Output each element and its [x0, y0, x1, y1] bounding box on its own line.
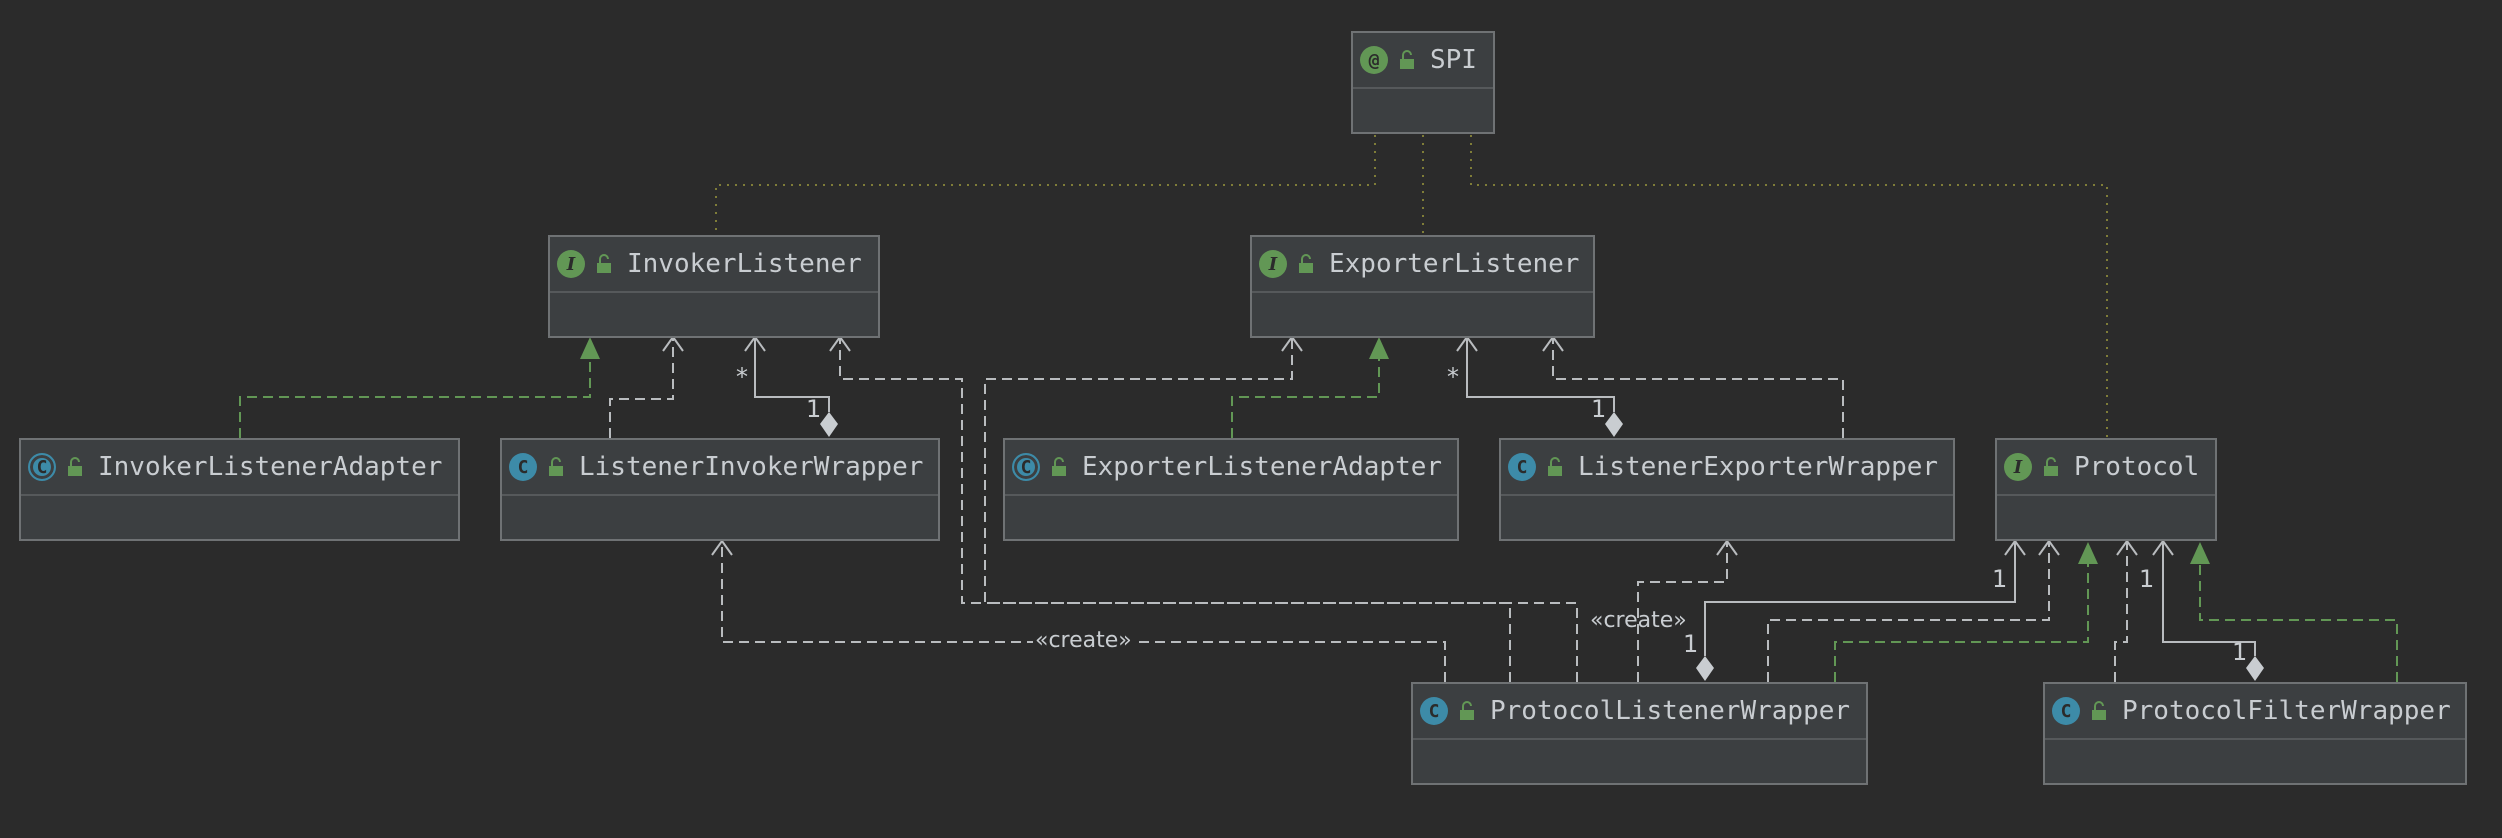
arrow-head-10: [2038, 539, 2060, 556]
create-label-right: «create»: [1590, 608, 1687, 633]
class-icon: C: [2052, 697, 2080, 725]
plw-create-listenerinvokerwrapper: [721, 543, 1446, 682]
multiplicity-one-invoker: 1: [806, 395, 822, 423]
lock-icon: [1299, 254, 1313, 273]
class-node-exporterlisteneradapter[interactable]: C ExporterListenerAdapter: [1003, 438, 1459, 541]
lock-icon: [2044, 457, 2058, 476]
lock-icon: [549, 457, 563, 476]
pfw-realizes-protocol: [2199, 560, 2398, 682]
class-node-invokerlisteneradapter[interactable]: C InvokerListenerAdapter: [19, 438, 460, 541]
aggregation-edges: [754, 339, 2256, 656]
triangle-head-invokerlistener: [580, 337, 600, 359]
annotation-icon: @: [1360, 46, 1388, 74]
realization-heads: [580, 337, 2210, 564]
invokerlisteneradapter-realizes-invokerlistener: [239, 355, 591, 438]
node-name: ExporterListenerAdapter: [1082, 452, 1443, 482]
spi-to-protocol-link: [1470, 135, 2108, 438]
lock-icon: [1052, 457, 1066, 476]
multiplicity-one-protocol-top: 1: [1992, 565, 2008, 593]
arrow-head-7: [711, 539, 733, 556]
pfw-aggregates-protocol: [2162, 543, 2256, 656]
arrow-head-11: [2116, 539, 2138, 556]
node-name: ListenerExporterWrapper: [1578, 452, 1939, 482]
aggregation-diamonds: [820, 412, 2264, 681]
lock-icon: [597, 254, 611, 273]
class-node-protocolfilterwrapper[interactable]: C ProtocolFilterWrapper: [2043, 682, 2467, 785]
node-name: InvokerListenerAdapter: [98, 452, 443, 482]
class-node-protocol[interactable]: I Protocol: [1995, 438, 2217, 541]
spi-annotation-links: [715, 135, 2108, 438]
plw-aggregates-protocol: [1704, 543, 2016, 656]
arrow-head-12: [2152, 539, 2174, 556]
interface-icon: I: [557, 250, 585, 278]
lock-icon: [1548, 457, 1562, 476]
plw-create-listenerexporterwrapper: [1637, 543, 1728, 682]
node-name: ListenerInvokerWrapper: [579, 452, 924, 482]
exporterlisteneradapter-realizes-exporterlistener: [1231, 355, 1380, 438]
node-name: Protocol: [2074, 452, 2200, 482]
realization-edges: [239, 355, 2398, 682]
interface-icon: I: [1259, 250, 1287, 278]
diamond-liw: [820, 412, 838, 437]
plw-depends-invokerlistener: [839, 339, 1511, 682]
multiplicity-one-exporter: 1: [1591, 395, 1607, 423]
multiplicity-star-exporter: *: [1447, 363, 1459, 391]
class-node-listenerexporterwrapper[interactable]: C ListenerExporterWrapper: [1499, 438, 1955, 541]
diamond-plw: [1696, 656, 1714, 681]
liw-aggregates-invokerlistener: [754, 339, 830, 412]
multiplicity-star-invoker: *: [736, 363, 748, 391]
lock-icon: [1460, 701, 1474, 720]
plw-depends-exporterlistener: [984, 339, 1578, 682]
diamond-lew: [1605, 412, 1623, 437]
node-name: ProtocolFilterWrapper: [2122, 696, 2451, 726]
plw-realizes-protocol: [1834, 560, 2089, 682]
lw-implements-invokerlistener: [609, 339, 674, 438]
lew-aggregates-exporterlistener: [1466, 339, 1615, 412]
class-icon: C: [509, 453, 537, 481]
triangle-head-protocol-b: [2190, 542, 2210, 564]
multiplicity-one-plw: 1: [1683, 630, 1699, 658]
class-node-exporterlistener[interactable]: I ExporterListener: [1250, 235, 1595, 338]
triangle-head-protocol-a: [2078, 542, 2098, 564]
lew-implements-exporterlistener: [1552, 339, 1844, 438]
create-label-left: «create»: [1033, 628, 1134, 653]
class-node-protocollistenerwrapper[interactable]: C ProtocolListenerWrapper: [1411, 682, 1868, 785]
node-name: ProtocolListenerWrapper: [1490, 696, 1851, 726]
node-name: InvokerListener: [627, 249, 862, 279]
class-icon: C: [1420, 697, 1448, 725]
diamond-pfw: [2246, 656, 2264, 681]
lock-icon: [68, 457, 82, 476]
abstract-class-icon: C: [28, 453, 56, 481]
triangle-head-exporterlistener: [1369, 337, 1389, 359]
class-node-spi[interactable]: @ SPI: [1351, 31, 1495, 134]
pfw-implements-protocol: [2114, 543, 2128, 682]
arrow-head-9: [2004, 539, 2026, 556]
class-node-invokerlistener[interactable]: I InvokerListener: [548, 235, 880, 338]
plw-implements-protocol: [1767, 543, 2050, 682]
arrow-head-8: [1716, 539, 1738, 556]
multiplicity-one-pfw: 1: [2232, 638, 2248, 666]
node-name: ExporterListener: [1329, 249, 1580, 279]
lock-icon: [1400, 50, 1414, 69]
node-name: SPI: [1430, 45, 1477, 75]
abstract-class-icon: C: [1012, 453, 1040, 481]
class-node-listenerinvokerwrapper[interactable]: C ListenerInvokerWrapper: [500, 438, 940, 541]
spi-to-invokerlistener-link: [715, 135, 1376, 235]
multiplicity-one-protocol-right: 1: [2139, 565, 2155, 593]
lock-icon: [2092, 701, 2106, 720]
class-icon: C: [1508, 453, 1536, 481]
interface-icon: I: [2004, 453, 2032, 481]
